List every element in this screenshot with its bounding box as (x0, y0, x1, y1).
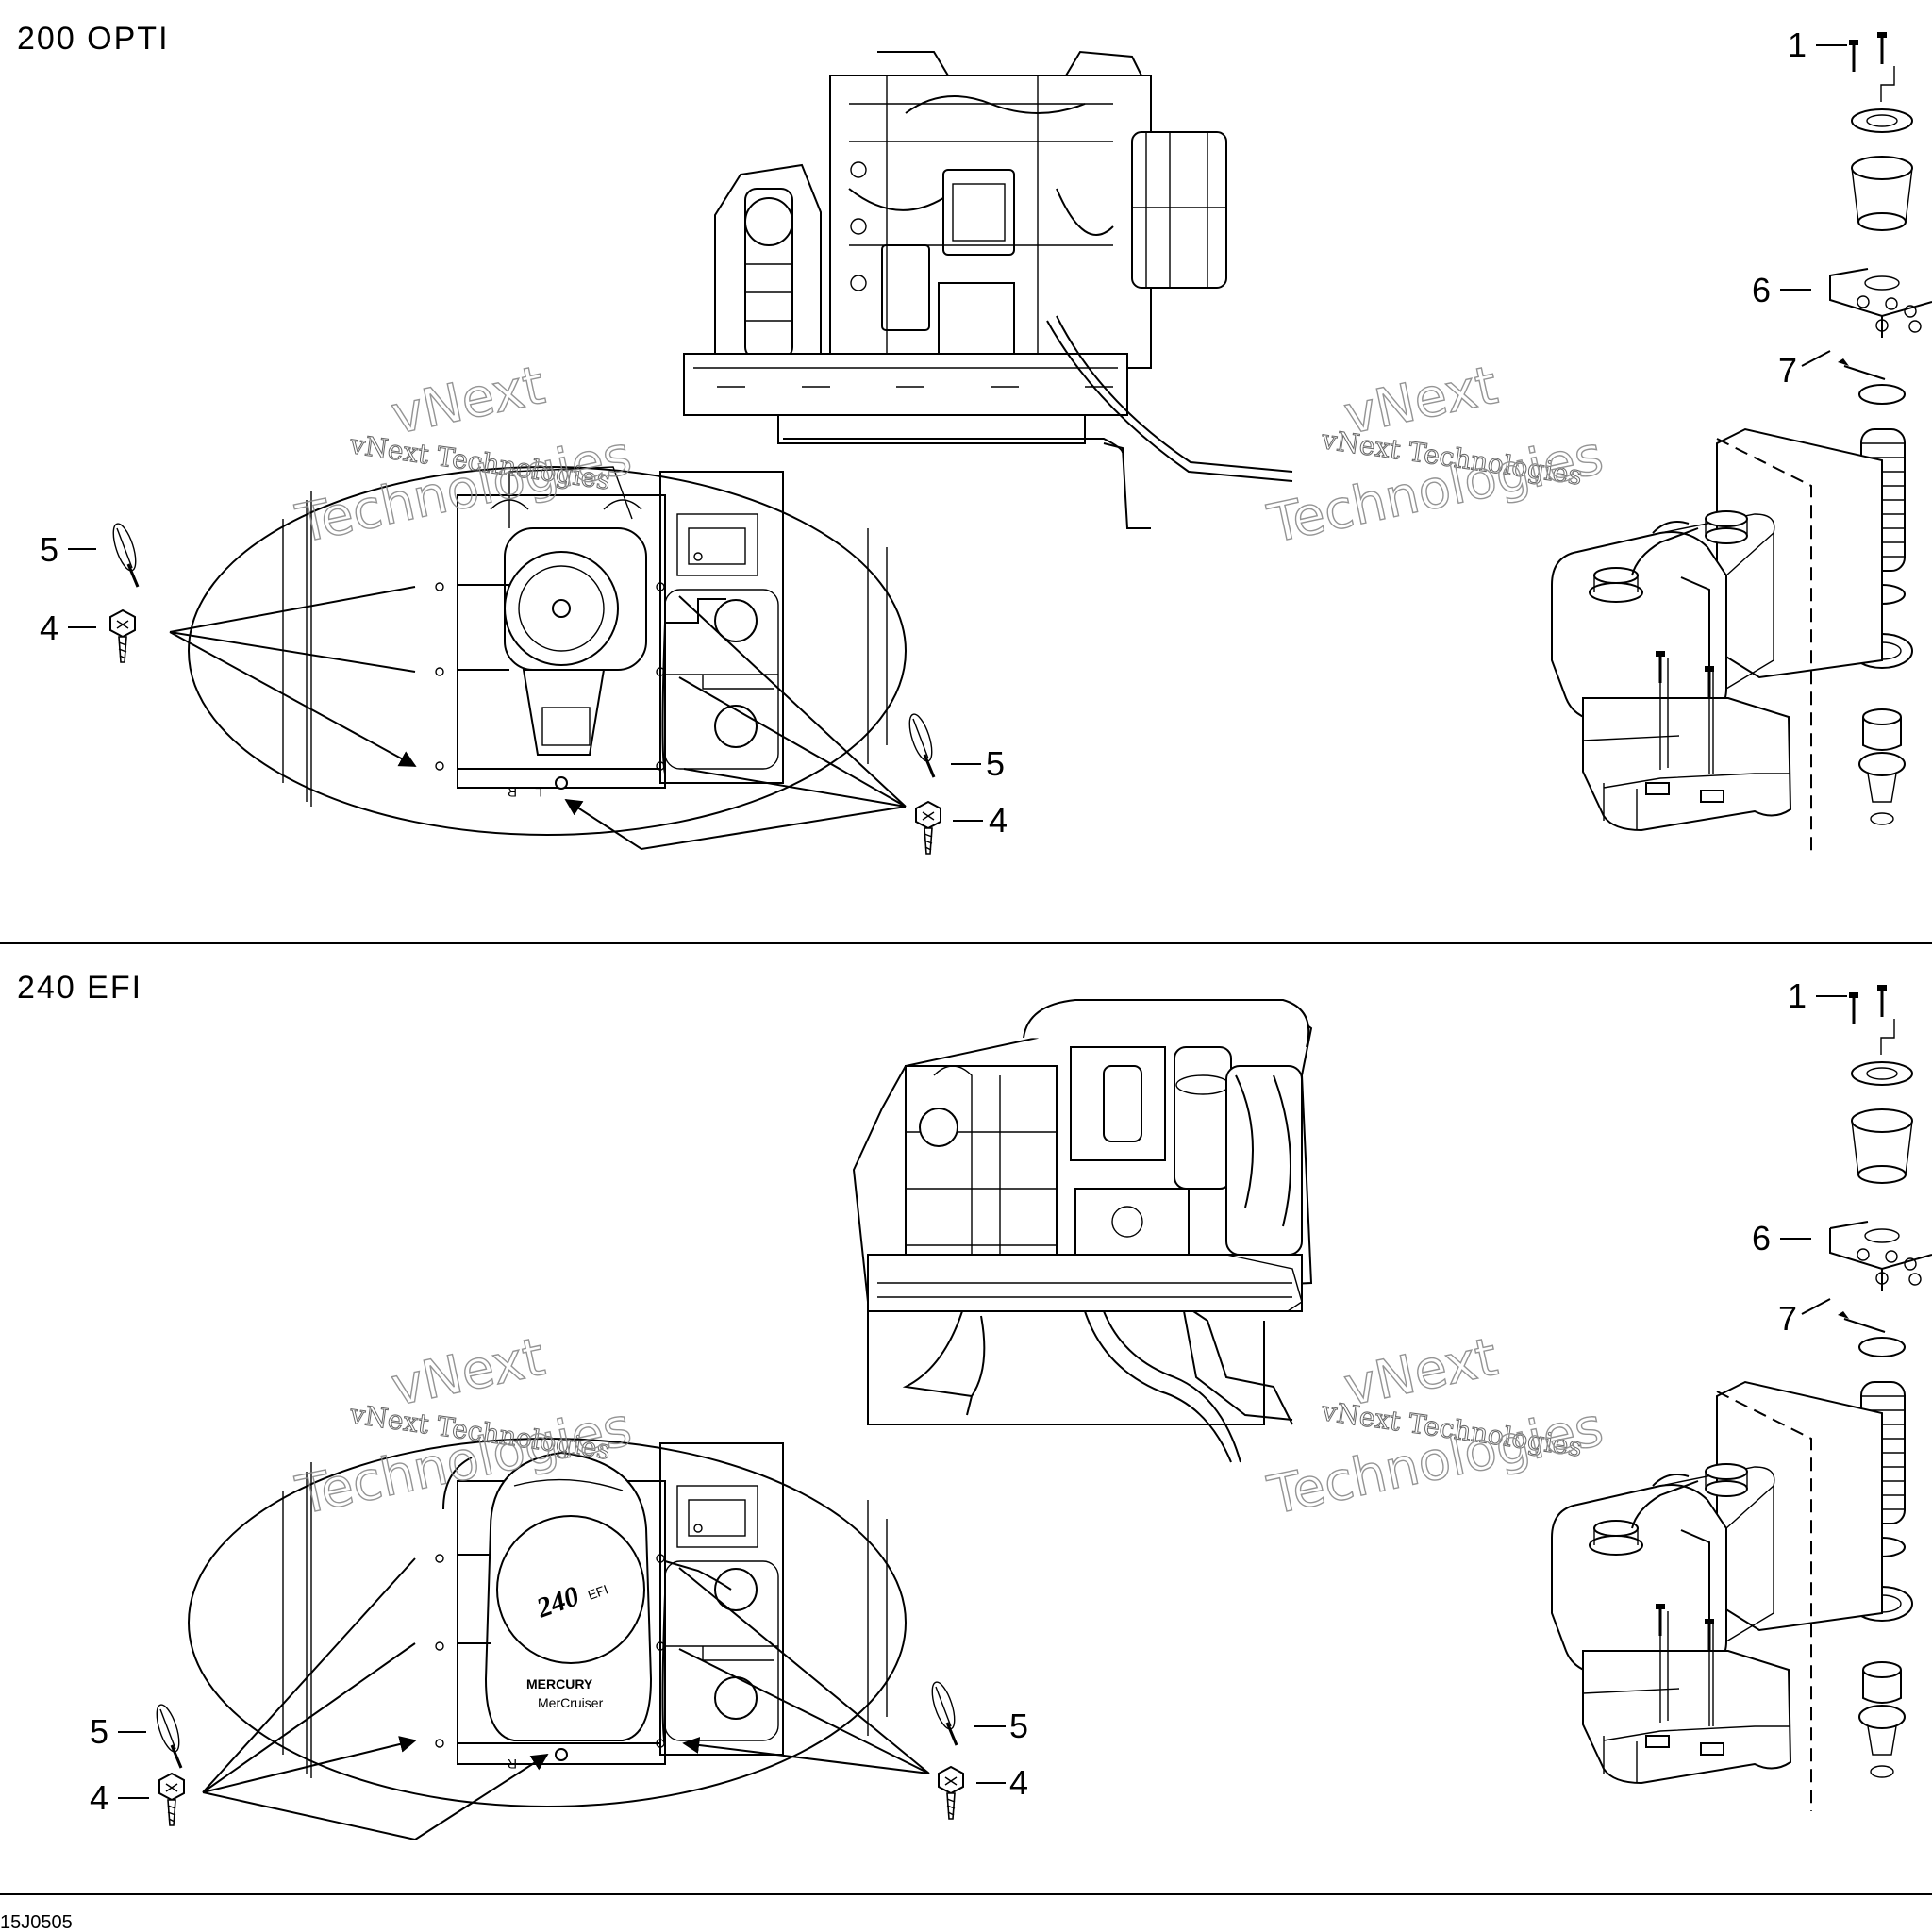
callout-4: 4 (1009, 1763, 1028, 1802)
engine-variant-badge: EFI (586, 1581, 610, 1602)
inset-view-efi: 240 EFI MERCURY MerCruiser L R (188, 1438, 907, 1807)
engine-brand: MERCURY (526, 1676, 593, 1691)
callout-4: 4 (40, 608, 58, 647)
fuel-tank-assembly (1552, 429, 1882, 830)
inset-letter-right: R (508, 1757, 517, 1772)
callout-7: 7 (1778, 1299, 1797, 1338)
engine-illustration-opti (683, 50, 1293, 529)
svg-text:vNext: vNext (386, 1326, 550, 1419)
callout-5: 5 (40, 530, 58, 569)
fastener-part (158, 1773, 185, 1826)
callout-4: 4 (90, 1778, 108, 1817)
fastener-part (109, 609, 136, 663)
fastener-part (915, 801, 941, 855)
cable-tie-part (925, 1677, 961, 1747)
callout-5: 5 (1009, 1707, 1028, 1745)
section-title: 200 OPTI (17, 21, 170, 57)
cable-tie-part (150, 1700, 186, 1770)
figure-code: 15J0505 (0, 1912, 73, 1932)
section-title: 240 EFI (17, 970, 142, 1006)
inset-view-opti: L R (188, 466, 907, 836)
callout-6: 6 (1752, 271, 1771, 309)
fuel-fill-stack (1830, 985, 1932, 1777)
inset-letter-left: L (535, 785, 542, 800)
callout-7: 7 (1778, 351, 1797, 390)
svg-text:vNext: vNext (386, 355, 550, 447)
callout-5: 5 (986, 744, 1005, 783)
callout-1: 1 (1788, 25, 1807, 64)
section-200-opti: 200 OPTI (17, 21, 1932, 858)
fastener-part (938, 1766, 964, 1820)
callout-6: 6 (1752, 1219, 1771, 1257)
engine-sub-brand: MerCruiser (538, 1695, 604, 1710)
callout-5: 5 (90, 1712, 108, 1751)
inset-letter-right: R (508, 785, 517, 800)
engine-illustration-efi (852, 998, 1313, 1463)
section-240-efi: 240 EFI (17, 970, 1932, 1840)
fuel-fill-stack (1830, 32, 1932, 824)
callout-1: 1 (1788, 976, 1807, 1015)
watermark: vNext vNext Technologies Technologies vN… (291, 1325, 1609, 1527)
cable-tie-part (107, 519, 142, 589)
cable-tie-part (903, 709, 939, 779)
callout-4: 4 (989, 801, 1008, 840)
